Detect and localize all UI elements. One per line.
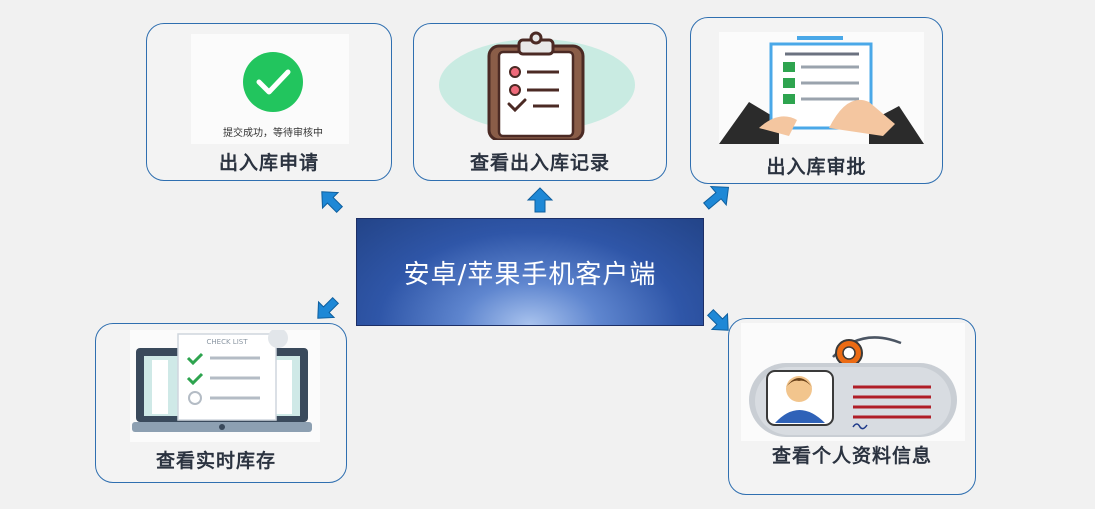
approval-illustration [719,32,924,144]
inventory-illustration: CHECK LIST [130,328,320,442]
card-apply: 提交成功，等待审核中 出入库申请 [146,23,392,181]
card-label-records: 查看出入库记录 [469,152,610,174]
hub-label: 安卓/苹果手机客户端 [403,259,657,290]
clipboard-icon [487,31,585,142]
checklist-screen-title: CHECK LIST [207,338,249,346]
success-check-icon [243,52,303,112]
arrow-down-left-icon [317,296,340,319]
card-approve: 出入库审批 [690,17,943,184]
submit-status-caption: 提交成功，等待审核中 [223,126,323,139]
clipboard-illustration [429,30,651,142]
card-label-approve: 出入库审批 [766,156,867,178]
card-records: 查看出入库记录 [413,23,667,181]
monitor-checklist-icon: CHECK LIST [132,328,312,432]
card-inventory: CHECK LIST 查看实时库存 [95,323,347,483]
arrow-up-icon [526,187,554,213]
card-label-profile: 查看个人资料信息 [771,445,932,467]
arrow-down-right-icon [706,308,729,331]
arrow-up-left-icon [321,191,344,214]
profile-illustration [741,323,965,441]
card-label-apply: 出入库申请 [218,152,319,174]
hub-mobile-client: 安卓/苹果手机客户端 [356,218,704,326]
approval-checklist-icon [719,36,924,144]
card-profile: 查看个人资料信息 [728,318,976,495]
card-label-inventory: 查看实时库存 [155,450,276,472]
id-badge-icon [749,336,957,437]
success-illustration: 提交成功，等待审核中 [191,34,349,144]
arrow-up-right-icon [702,185,730,210]
